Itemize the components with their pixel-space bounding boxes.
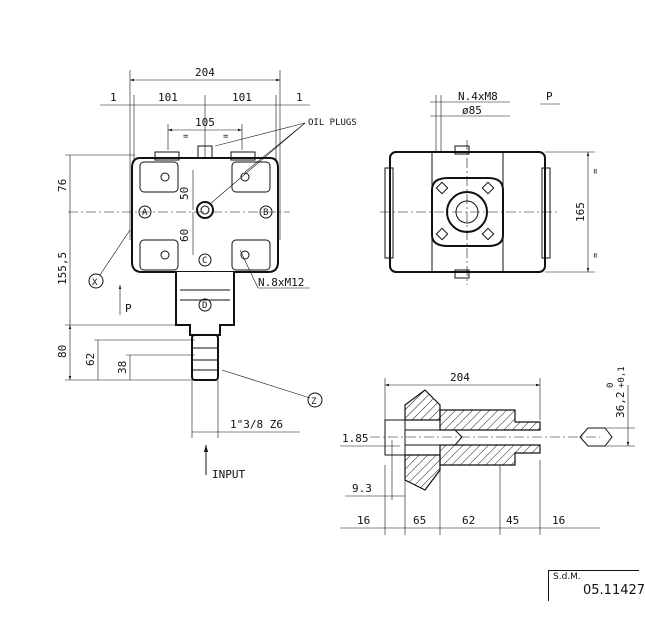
label-diameter: ø85 bbox=[462, 104, 482, 117]
dim-62: 62 bbox=[462, 514, 475, 527]
dim-side-height: 165 bbox=[574, 202, 587, 222]
dim-bore-tol-lower: +0,1 bbox=[617, 366, 627, 388]
label-spline: 1"3/8 Z6 bbox=[230, 418, 283, 431]
label-z: Z bbox=[311, 397, 317, 407]
dim-bolt-spacing: 105 bbox=[195, 116, 215, 129]
dim-shaft-length: 80 bbox=[56, 345, 69, 358]
title-block-drawing-number: 05.11427 bbox=[583, 583, 645, 598]
section-view: 204 36,2 0 +0,1 1.85 9.3 16 65 62 bbox=[340, 366, 635, 535]
equal-mark-left: = bbox=[183, 132, 189, 142]
port-a: A bbox=[142, 208, 148, 218]
dim-lower-height: 155,5 bbox=[56, 252, 69, 285]
equal-mark-right: = bbox=[223, 132, 229, 142]
dim-section-width: 204 bbox=[450, 371, 470, 384]
dim-shaft-62: 62 bbox=[84, 353, 97, 366]
dim-50: 50 bbox=[178, 187, 191, 200]
label-x: X bbox=[92, 278, 98, 288]
dim-side-1-left: 1 bbox=[110, 91, 117, 104]
front-left-dimensions: 76 155,5 80 62 38 bbox=[56, 154, 195, 381]
side-view: P N.4xM8 ø85 165 = = bbox=[380, 90, 601, 285]
dim-45: 45 bbox=[506, 514, 519, 527]
dim-9-3: 9.3 bbox=[352, 482, 372, 495]
dim-shaft-38: 38 bbox=[116, 361, 129, 374]
side-equal-bottom: = bbox=[591, 252, 601, 258]
dim-60: 60 bbox=[178, 229, 191, 242]
dim-upper-height: 76 bbox=[56, 179, 69, 192]
title-block-company: S.d.M. bbox=[553, 572, 581, 582]
label-input: INPUT bbox=[212, 468, 245, 481]
port-c: C bbox=[202, 256, 207, 266]
dim-half-right: 101 bbox=[232, 91, 252, 104]
label-p-side: P bbox=[546, 90, 553, 103]
dim-1-85: 1.85 bbox=[342, 432, 369, 445]
front-view: 204 1 101 101 1 105 = = bbox=[56, 66, 357, 481]
dim-side-1-right: 1 bbox=[296, 91, 303, 104]
label-bolts: N.8xM12 bbox=[258, 276, 304, 289]
label-p-front: P bbox=[125, 302, 132, 315]
front-gearbox-body bbox=[68, 145, 290, 381]
dim-half-left: 101 bbox=[158, 91, 178, 104]
dim-16-left: 16 bbox=[357, 514, 370, 527]
front-port-markers: A B C D bbox=[138, 205, 273, 312]
label-holes: N.4xM8 bbox=[458, 90, 498, 103]
front-top-dimensions: 204 1 101 101 1 105 = = bbox=[100, 66, 310, 380]
dim-bore-tol-upper: 0 bbox=[606, 383, 616, 388]
side-equal-top: = bbox=[591, 168, 601, 174]
dim-16-right: 16 bbox=[552, 514, 565, 527]
label-oil-plugs: OIL PLUGS bbox=[308, 118, 357, 128]
dim-overall-width: 204 bbox=[195, 66, 215, 79]
port-b: B bbox=[263, 208, 268, 218]
dim-bore: 36,2 bbox=[614, 392, 627, 419]
front-leaders: OIL PLUGS N.8xM12 X P Z 1"3/8 Z6 INPUT bbox=[88, 118, 357, 481]
front-internal-dimensions: 50 60 bbox=[178, 170, 194, 255]
title-block: S.d.M. 05.11427 bbox=[548, 570, 645, 601]
dim-65: 65 bbox=[413, 514, 426, 527]
port-d: D bbox=[202, 301, 207, 311]
